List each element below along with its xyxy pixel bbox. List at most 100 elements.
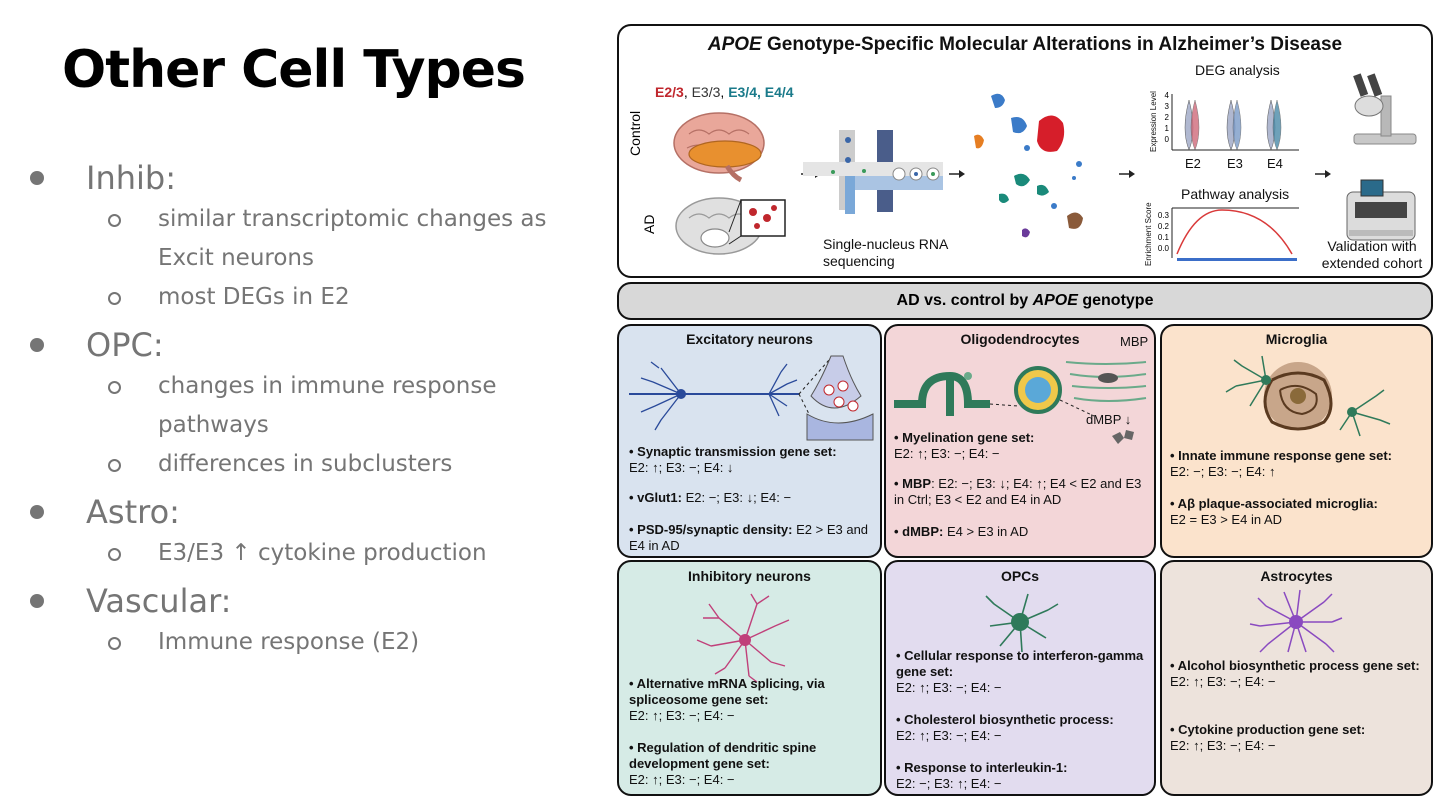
bullet-label: Vascular:	[86, 582, 232, 620]
item-text: : E2: −; E3: ↓; E4: ↑; E4 < E2 and E3 in…	[894, 476, 1142, 507]
genotype-e33: E3/3	[691, 84, 721, 100]
slide-scanner-icon	[1346, 179, 1416, 241]
item-text: E2: ↑; E3: −; E4: −	[896, 680, 1002, 695]
sequencing-label: Single-nucleus RNA sequencing	[823, 236, 948, 270]
sub-bullet-circle	[108, 214, 121, 227]
panel-opcs: OPCs • Cellular response to interferon-g…	[884, 560, 1156, 796]
micro-item: • Innate immune response gene set:E2: −;…	[1170, 448, 1432, 480]
item-heading: • MBP	[894, 476, 932, 491]
panel-title: OPCs	[1000, 568, 1040, 584]
deg-yticks: 4 3 2 1 0	[1161, 90, 1169, 145]
sub-bullet: differences in subclusters	[30, 445, 590, 484]
panel-title: Oligodendrocytes	[960, 331, 1080, 347]
pathway-ytick: 0.1	[1157, 233, 1169, 242]
sub-bullet-text: changes in immune response pathways	[158, 373, 497, 438]
bullet-vascular: Vascular:	[30, 579, 590, 623]
bullet-opc: OPC:	[30, 323, 590, 367]
graphical-abstract: APOE Genotype-Specific Molecular Alterat…	[617, 24, 1433, 796]
sequencing-label-line: Single-nucleus RNA	[823, 236, 949, 252]
bullet-astro: Astro:	[30, 490, 590, 534]
item-heading: • Alcohol biosynthetic process gene set:	[1170, 658, 1420, 673]
bullet-label: Inhib:	[86, 159, 176, 197]
bullet-inhib: Inhib:	[30, 156, 590, 200]
astro-item: • Alcohol biosynthetic process gene set:…	[1170, 658, 1432, 690]
pathway-title: Pathway analysis	[1181, 186, 1290, 202]
item-text: E2 = E3 > E4 in AD	[1170, 512, 1283, 527]
oligodendrocyte-icon	[894, 361, 1147, 444]
banner-gene: APOE	[1032, 292, 1078, 309]
genotype-e34: E3/4, E4/4	[728, 84, 794, 100]
pathway-ytick: 0.2	[1157, 222, 1169, 231]
excit-item: • Synaptic transmission gene set:E2: ↑; …	[629, 444, 879, 476]
panel-microglia: Microglia • Innate immune response gene …	[1160, 324, 1433, 558]
microscope-icon	[1353, 73, 1417, 145]
pathway-yticks: 0.3 0.2 0.1 0.0	[1153, 210, 1169, 254]
oligo-item: • Myelination gene set:E2: ↑; E3: −; E4:…	[894, 430, 1152, 462]
bullet-dot	[30, 594, 44, 608]
sub-bullet-circle	[108, 637, 121, 650]
astro-item: • Cytokine production gene set:E2: ↑; E3…	[1170, 722, 1432, 754]
opc-cell-icon	[985, 593, 1059, 653]
microglia-plaque-icon	[1225, 355, 1391, 437]
panel-inhibitory-neurons: Inhibitory neurons • Alternative mRNA sp…	[617, 560, 882, 796]
genotype-legend: E2/3, E3/3, E3/4, E4/4	[655, 84, 794, 100]
panel-astrocytes: Astrocytes • Alcohol biosynthetic proces…	[1160, 560, 1433, 796]
figure-title-rest: Genotype-Specific Molecular Alterations …	[761, 34, 1343, 55]
sub-bullet-text: Immune response (E2)	[158, 629, 420, 655]
deg-ylabel: Expression Level	[1149, 91, 1158, 152]
bullet-label: Astro:	[86, 493, 180, 531]
item-text: E2: ↑; E3: −; E4: ↓	[629, 460, 734, 475]
item-heading: • Alternative mRNA splicing, via spliceo…	[629, 676, 825, 707]
figure-title: APOE Genotype-Specific Molecular Alterat…	[619, 34, 1431, 56]
dmbp-label: dMBP ↓	[1086, 412, 1132, 427]
item-heading: • Myelination gene set:	[894, 430, 1035, 445]
inhib-item: • Alternative mRNA splicing, via spliceo…	[629, 676, 877, 724]
item-heading: • Regulation of dendritic spine developm…	[629, 740, 817, 771]
workflow-box: APOE Genotype-Specific Molecular Alterat…	[617, 24, 1433, 278]
opc-item: • Response to interleukin-1:E2: −; E3: ↑…	[896, 760, 1154, 792]
sub-bullet: Immune response (E2)	[30, 623, 590, 662]
deg-violin-plot-icon	[1171, 94, 1299, 151]
sub-bullet-circle	[108, 381, 121, 394]
item-heading: • Aβ plaque-associated microglia:	[1170, 496, 1378, 511]
item-text: E2: ↑; E3: −; E4: −	[896, 728, 1002, 743]
bullet-dot	[30, 338, 44, 352]
astrocyte-icon	[1249, 589, 1343, 653]
validation-label-line: extended cohort	[1321, 255, 1423, 271]
sub-bullet-text: most DEGs in E2	[158, 284, 350, 310]
deg-ytick: 2	[1164, 113, 1169, 122]
item-heading: • Synaptic transmission gene set:	[629, 444, 837, 459]
sub-bullet-circle	[108, 548, 121, 561]
validation-label-line: Validation with	[1327, 238, 1417, 254]
item-text: E2: −; E3: ↓; E4: −	[681, 490, 792, 505]
pathway-enrichment-icon	[1171, 207, 1299, 261]
bullet-dot	[30, 505, 44, 519]
item-heading: • Cytokine production gene set:	[1170, 722, 1366, 737]
banner-pre: AD vs. control by	[896, 292, 1033, 309]
deg-xtick: E2	[1185, 156, 1201, 171]
genotype-sep: ,	[683, 84, 692, 100]
sub-bullet: changes in immune response pathways	[30, 367, 590, 445]
oligo-item: • dMBP: E4 > E3 in AD	[894, 524, 1152, 540]
pathway-ylabel: Enrichment Score	[1144, 202, 1153, 266]
banner-text: AD vs. control by APOE genotype	[619, 292, 1431, 310]
panel-title: Microglia	[1265, 331, 1328, 347]
deg-ytick: 0	[1164, 135, 1169, 144]
sub-bullet-text: differences in subclusters	[158, 451, 453, 477]
item-text: E2: −; E3: −; E4: ↑	[1170, 464, 1276, 479]
banner-post: genotype	[1077, 292, 1154, 309]
deg-ytick: 1	[1164, 124, 1169, 133]
inhibitory-neuron-icon	[696, 593, 790, 683]
item-heading: • Response to interleukin-1:	[896, 760, 1068, 775]
arrow-icon	[1315, 170, 1331, 178]
item-text: E2: ↑; E3: −; E4: −	[1170, 674, 1276, 689]
excit-item: • vGlut1: E2: −; E3: ↓; E4: −	[629, 490, 879, 506]
sub-bullet: most DEGs in E2	[30, 278, 590, 317]
excit-item: • PSD-95/synaptic density: E2 > E3 and E…	[629, 522, 879, 554]
item-text: E2: ↑; E3: −; E4: −	[629, 708, 735, 723]
deg-xtick: E3	[1227, 156, 1243, 171]
panel-title: Astrocytes	[1260, 568, 1333, 584]
deg-ytick: 4	[1164, 91, 1169, 100]
oligo-item: • MBP: E2: −; E3: ↓; E4: ↑; E4 < E2 and …	[894, 476, 1152, 508]
micro-item: • Aβ plaque-associated microglia:E2 = E3…	[1170, 496, 1432, 528]
